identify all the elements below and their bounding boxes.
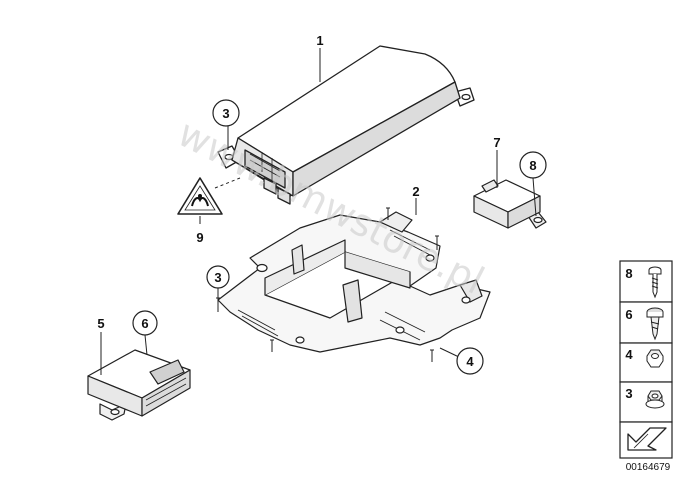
reference-number: 00164679 xyxy=(626,462,671,473)
callout-labels: 1 3 2 7 8 3 4 5 6 9 xyxy=(97,33,547,375)
legend-8: 8 xyxy=(625,266,632,281)
legend-labels: 8 6 4 3 xyxy=(625,266,633,401)
callout-7: 7 xyxy=(493,135,500,150)
callout-3-bottom: 3 xyxy=(214,270,221,285)
callout-6: 6 xyxy=(141,316,148,331)
callout-1: 1 xyxy=(316,33,323,48)
legend-6: 6 xyxy=(625,307,632,322)
callout-3-top: 3 xyxy=(222,106,229,121)
warning-label[interactable] xyxy=(177,177,223,215)
callout-5: 5 xyxy=(97,316,104,331)
callout-8: 8 xyxy=(529,158,536,173)
sensor-module[interactable] xyxy=(87,349,191,421)
direction-arrow-icon xyxy=(627,427,667,451)
hex-nut-icon xyxy=(646,349,664,368)
clip-screw-icon xyxy=(646,307,664,341)
control-unit-module[interactable] xyxy=(217,45,475,205)
callout-4: 4 xyxy=(466,354,474,369)
flange-nut-icon xyxy=(645,390,665,409)
mounting-bracket[interactable] xyxy=(217,211,491,353)
screw-icon xyxy=(648,266,662,299)
small-control-unit[interactable] xyxy=(473,179,547,229)
legend-4: 4 xyxy=(625,347,633,362)
callout-2: 2 xyxy=(412,184,419,199)
bracket-studs xyxy=(216,207,439,362)
callout-9: 9 xyxy=(196,230,203,245)
legend-3: 3 xyxy=(625,386,632,401)
